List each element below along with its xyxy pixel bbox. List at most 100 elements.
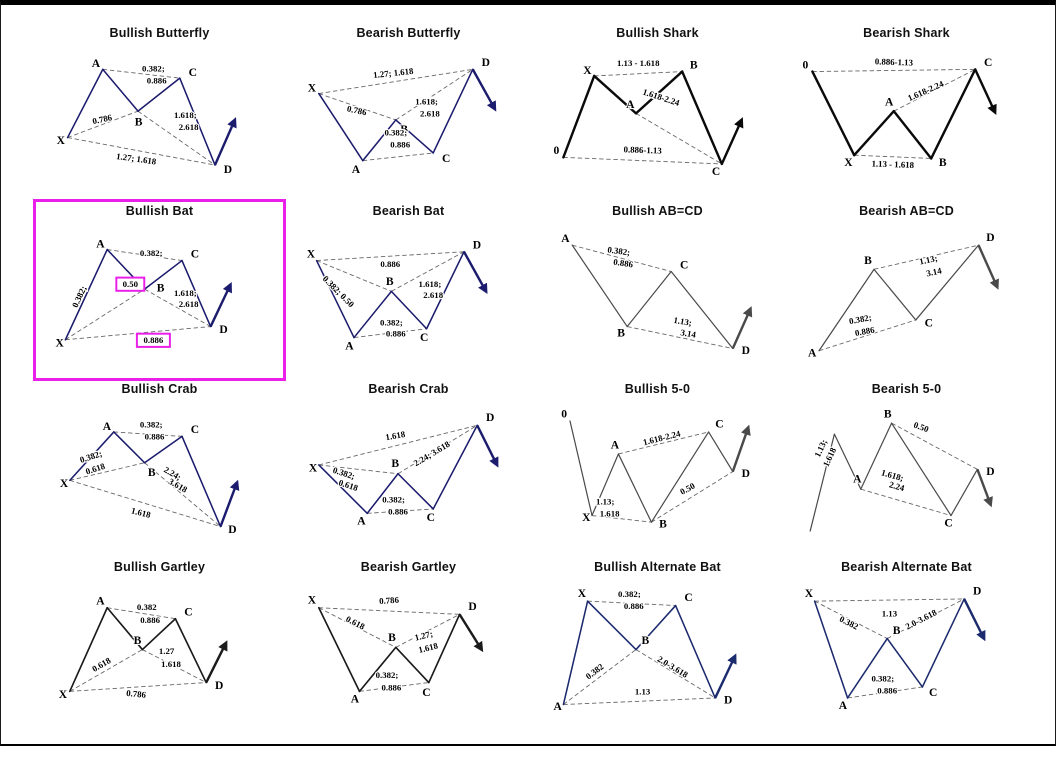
ratio-label: 2.0-3.618 [654,653,691,682]
svg-text:2.0-3.618: 2.0-3.618 [655,654,690,680]
point-label: D [223,164,231,176]
pattern-title: Bearish Bat [372,204,445,218]
point-label: D [986,232,994,244]
point-label: X [56,135,65,147]
trend-arrow [720,117,743,165]
point-label: A [345,341,354,353]
ratio-guide-line [106,607,175,620]
pattern-title: Bullish Gartley [113,560,206,574]
pattern-leg-line [561,74,595,159]
ratio-label: 0.886 [622,600,645,612]
svg-text:1.27; 1.618: 1.27; 1.618 [372,66,414,80]
ratio-guide-line [66,110,138,138]
ratio-label: 2.618 [177,121,200,133]
trend-arrow [975,468,993,508]
svg-text:2.618: 2.618 [423,290,443,300]
pattern-title: Bearish Butterfly [356,26,461,40]
svg-text:2.618: 2.618 [178,122,198,132]
point-label: D [219,324,227,336]
svg-text:0.886: 0.886 [143,335,163,345]
svg-text:0.618: 0.618 [84,461,106,477]
ratio-label: 0.382; [616,588,641,600]
ratio-label: 0.382; [378,316,403,328]
ratio-label: 0.786 [124,687,148,701]
svg-text:0.786: 0.786 [346,103,368,117]
pattern-title: Bullish AB=CD [612,204,703,218]
svg-text:0.382: 0.382 [136,602,156,612]
point-label: C [715,419,723,431]
svg-text:0.382;: 0.382; [871,673,894,683]
point-label: B [385,276,393,288]
svg-text:0.382;: 0.382; [139,248,162,258]
svg-text:0.618: 0.618 [337,477,359,493]
ratio-label: 3.618 [165,475,190,496]
svg-text:1.618-2.24: 1.618-2.24 [906,78,945,103]
point-label: B [133,635,141,647]
ratio-guide-line [366,508,433,514]
trend-arrow [713,653,737,699]
ratio-label: 0.618 [89,654,114,675]
ratio-label: 0.382; [138,418,163,430]
ratio-label: 0.886 [384,327,407,339]
point-label: D [486,412,494,424]
pattern-leg-line [892,109,932,160]
ratio-label: 0.886 [611,256,635,271]
ratio-label: 0.886 [386,505,409,517]
point-label: B [864,255,872,267]
point-label: C [711,166,719,178]
point-label: A [96,238,105,250]
point-label: X [844,157,853,169]
pattern-leg-line [809,433,835,532]
ratio-guide-line [562,697,715,705]
point-label: A [561,233,570,245]
pattern-leg-line [571,244,628,328]
svg-text:0.382;: 0.382; [848,312,872,326]
ratio-guide-line [143,462,221,527]
svg-text:0.618: 0.618 [344,614,367,632]
ratio-label: 3.14 [924,264,944,280]
ratio-guide-line [814,598,964,602]
ratio-label: 0.786 [344,102,368,118]
svg-text:0.786: 0.786 [125,688,146,700]
ratio-guide-line [106,249,182,261]
svg-text:0.886: 0.886 [877,686,897,696]
point-label: X [59,478,68,490]
ratio-label: 2.24; 3.618 [410,437,453,469]
ratio-label: 1.618 [416,639,441,656]
point-label: X [55,337,64,349]
svg-text:0.382;: 0.382; [375,670,398,680]
point-label: C [924,318,932,330]
pattern-leg-line [885,637,923,688]
ratio-label: 3.14 [678,326,698,341]
pattern-leg-line [358,646,397,693]
ratio-label: 1.27; 1.618 [371,65,415,82]
pattern-leg-line [921,598,965,688]
ratio-guide-line [362,152,433,162]
ratio-guide-line [813,600,887,639]
ratio-guide-line [873,244,979,270]
svg-text:0.382;: 0.382; [618,589,641,599]
pattern-leg-line [178,77,216,166]
pattern-leg-line [592,74,637,115]
pattern-leg-line [586,600,637,651]
svg-text:0.886: 0.886 [612,257,634,270]
point-label: A [91,58,100,70]
pattern-leg-line [143,259,183,290]
pattern-leg-line [315,259,355,339]
ratio-guide-line [69,462,145,481]
ratio-label: 0.50 [911,418,932,435]
svg-text:2.0-3.618: 2.0-3.618 [903,607,938,631]
ratio-guide-line [853,154,931,159]
svg-text:3.14: 3.14 [679,327,696,340]
